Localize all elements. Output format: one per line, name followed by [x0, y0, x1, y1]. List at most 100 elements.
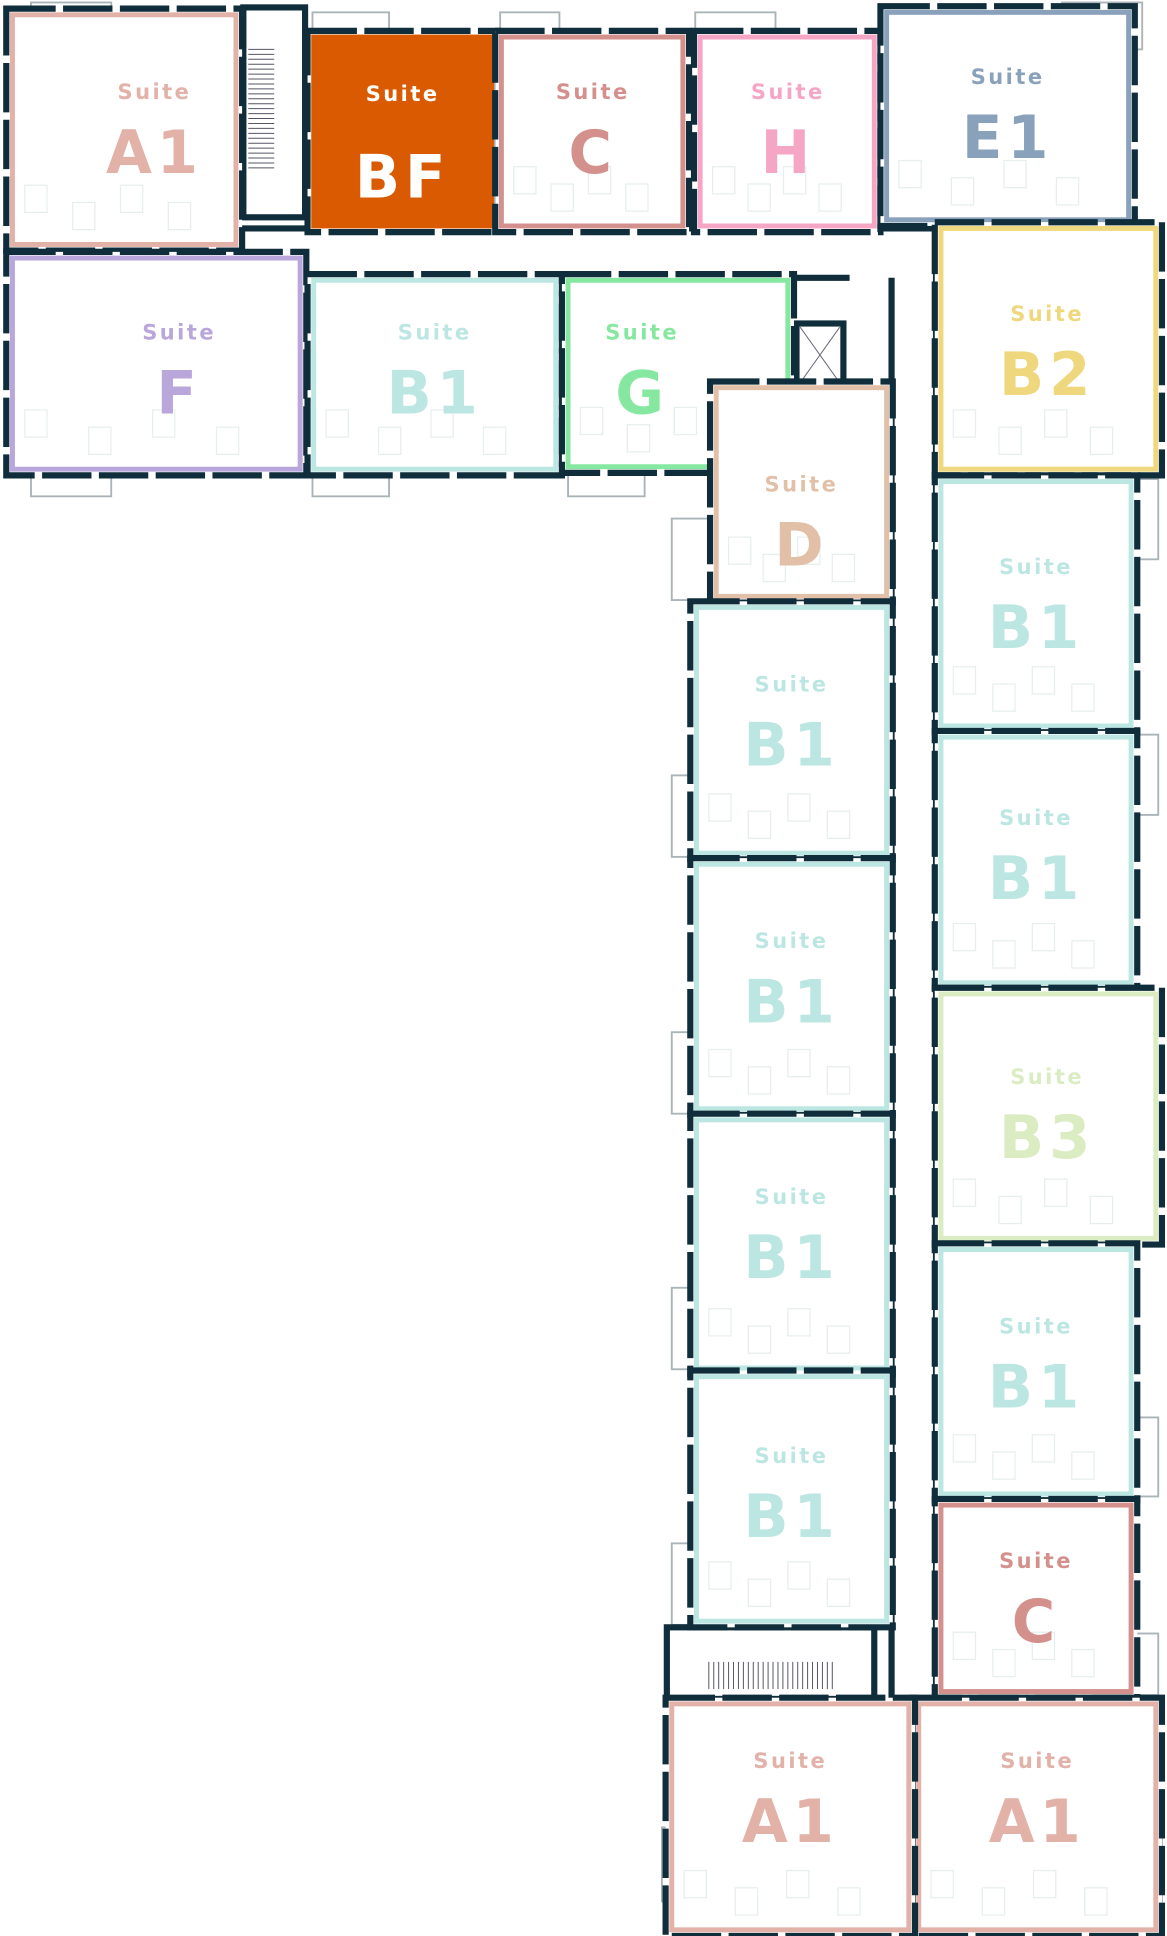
fixture	[787, 1048, 811, 1078]
fixture	[1031, 922, 1056, 952]
suite-word-label: Suite	[999, 1549, 1073, 1573]
fixture	[952, 922, 977, 952]
fixture	[992, 940, 1016, 969]
fixture	[708, 1561, 732, 1590]
suite-word-label: Suite	[398, 321, 472, 345]
suite-code-label: A1	[106, 118, 203, 187]
suite-outline	[311, 277, 559, 472]
fixture	[826, 1066, 851, 1095]
fixture	[1044, 409, 1068, 438]
fixture	[998, 1195, 1022, 1225]
suite-wall	[687, 1367, 896, 1631]
suite-word-label: Suite	[755, 929, 829, 953]
suite-word-label: Suite	[366, 82, 440, 106]
suite-outline	[9, 12, 239, 247]
suite-outline	[938, 734, 1134, 986]
fixture	[167, 201, 192, 231]
fixture	[88, 426, 112, 455]
fixture	[992, 1648, 1016, 1678]
fixture	[708, 1308, 732, 1337]
fixture	[579, 406, 604, 436]
fixture	[1031, 666, 1056, 695]
fixture	[747, 810, 772, 839]
fixture	[24, 409, 48, 438]
fixture	[708, 793, 732, 822]
suites: SuiteA1SuiteBFSuiteCSuiteHSuiteE1SuiteFS…	[3, 3, 1166, 1936]
suite-word-label: Suite	[1010, 1065, 1084, 1089]
suite-code-label: B3	[999, 1103, 1095, 1172]
suite-outline	[669, 1701, 912, 1933]
suite-code-label: D	[774, 510, 828, 579]
suite-word-label: Suite	[142, 321, 216, 345]
fixture	[727, 536, 752, 565]
fixture	[785, 1869, 810, 1899]
fixture	[119, 184, 144, 213]
suite-word-label: Suite	[751, 80, 825, 104]
suite-code-label: E1	[962, 103, 1054, 172]
fixture	[747, 183, 771, 212]
fixture	[952, 666, 977, 695]
suite-code-label: B1	[988, 844, 1084, 913]
suite-wall	[687, 1110, 896, 1378]
fixture	[831, 553, 856, 583]
fixture	[708, 1048, 732, 1078]
suite-code-label: B1	[743, 967, 839, 1036]
suite-code-label: B1	[988, 1353, 1084, 1422]
fixture	[952, 1178, 977, 1207]
suite-outline	[938, 225, 1159, 472]
suite-wall	[3, 248, 310, 479]
suite-outline	[713, 385, 890, 599]
suite-word-label: Suite	[118, 80, 192, 104]
fixture	[981, 1887, 1006, 1916]
suite-code-label: B1	[743, 711, 839, 780]
fixture	[215, 426, 240, 455]
fixture	[952, 1631, 977, 1661]
suite-outline	[697, 34, 877, 229]
suite-outline	[565, 277, 791, 470]
suite-wall	[687, 598, 896, 863]
fixture	[787, 1561, 811, 1590]
suite-word-label: Suite	[999, 555, 1073, 579]
suite-code-label: G	[615, 359, 669, 428]
fixture	[952, 409, 977, 438]
fixture	[782, 166, 807, 195]
fixture	[1032, 1869, 1057, 1899]
suite-wall	[690, 27, 884, 236]
fixture	[1071, 940, 1095, 969]
fixture	[625, 183, 649, 212]
suite-word-label: Suite	[1010, 302, 1084, 326]
suite-word-label: Suite	[755, 1185, 829, 1209]
suite-wall	[492, 27, 693, 236]
suite-code-label: F	[156, 359, 201, 428]
fixture	[1044, 1178, 1068, 1207]
suite-outline	[938, 1247, 1134, 1497]
fixture	[1071, 1648, 1095, 1678]
suite-outline	[694, 861, 890, 1112]
suite-word-label: Suite	[765, 472, 839, 496]
suite-wall	[931, 727, 1141, 993]
stairwell-north	[240, 4, 309, 221]
fixture	[430, 409, 454, 438]
fixture	[151, 409, 176, 438]
suite-outline	[916, 1701, 1159, 1933]
